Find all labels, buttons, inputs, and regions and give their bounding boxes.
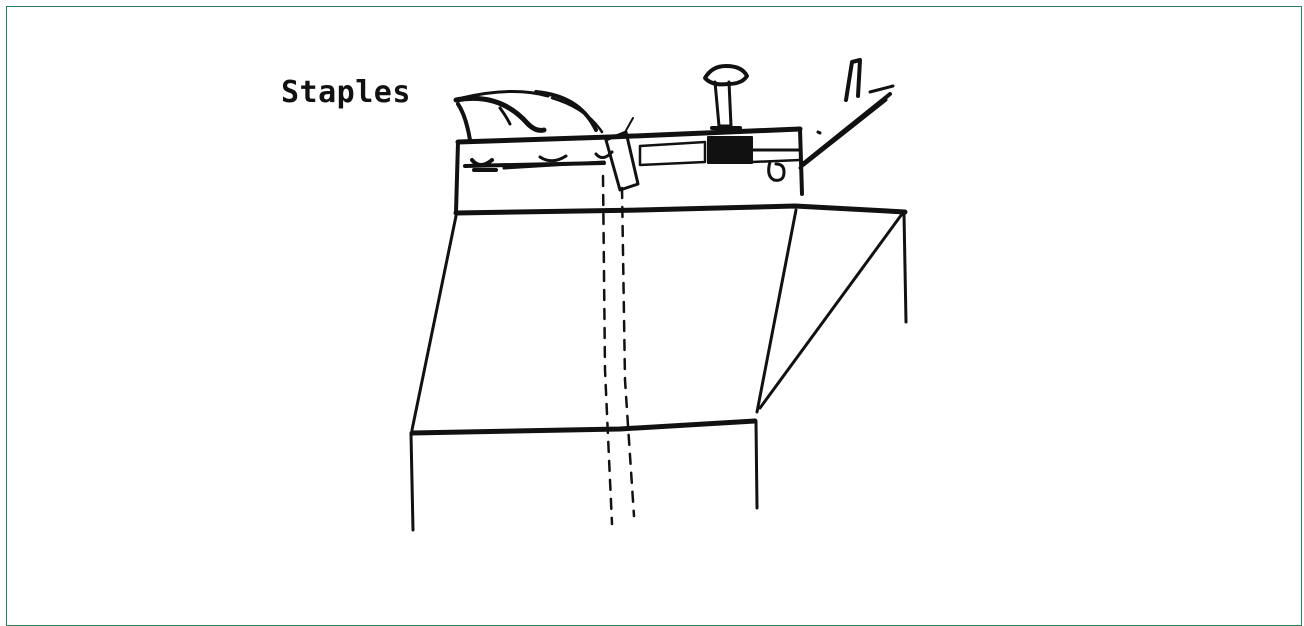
staple-arrows (456, 91, 602, 140)
staple-tab-pin (624, 118, 633, 134)
stapler-ring (769, 162, 784, 180)
staple-arrow-2 (456, 98, 544, 130)
staple-arrow-1 (458, 104, 470, 140)
bag-front-fold-edge (757, 210, 796, 412)
bag-side-edge (904, 214, 906, 322)
staple-tab (606, 132, 638, 190)
stapler-knob-cap (705, 66, 747, 84)
stapler (456, 60, 893, 212)
staple-arrow-5 (536, 92, 596, 130)
staple-mark-2 (540, 156, 566, 161)
bag-bottom-fold (412, 421, 755, 433)
stapler-clamp-block (708, 137, 752, 163)
stapler-bar-right (800, 129, 802, 194)
dashed-guide-left (603, 176, 612, 524)
stapler-bar-left (456, 142, 458, 212)
stapler-slot (640, 142, 705, 165)
staples-label: Staples (281, 78, 411, 108)
stapler-lever-lower (800, 100, 886, 168)
stapler-knob-stem (715, 82, 731, 126)
dashed-guide-lines (603, 176, 634, 524)
bag-lower-left-wall (411, 434, 413, 530)
stapler-lever-dot (818, 132, 820, 133)
bag-body (411, 206, 906, 530)
bag-left-edge (412, 216, 456, 430)
stapler-lever-tip (870, 86, 893, 92)
dashed-guide-right (622, 188, 634, 516)
stapler-lever-upper (804, 94, 890, 163)
bag-gusset-diagonal (760, 214, 902, 408)
bag-top-rim (456, 206, 905, 213)
stapler-rail-lower (752, 160, 800, 162)
stapler-lever-handle (846, 60, 860, 100)
bag-lower-right-wall (756, 422, 757, 508)
